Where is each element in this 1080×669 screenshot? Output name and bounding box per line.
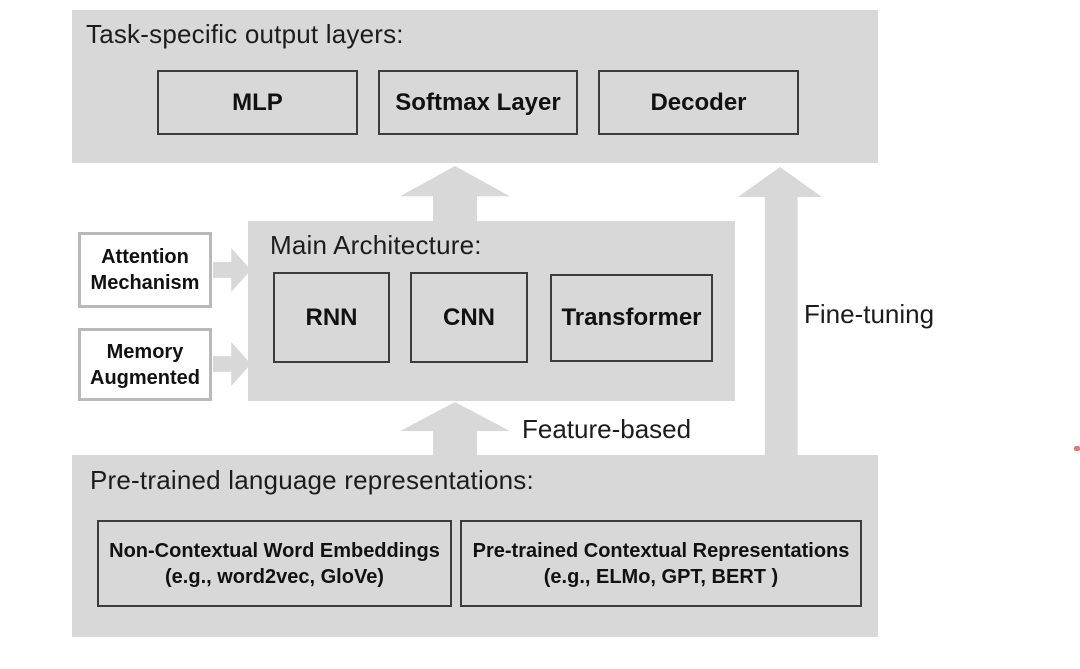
arrow-main-to-output-icon	[400, 166, 510, 222]
pretrained-contextual-line2: (e.g., ELMo, GPT, BERT )	[543, 565, 779, 588]
transformer-box: Transformer	[550, 274, 713, 362]
memory-augmented-line1: Memory	[106, 340, 184, 363]
decoder-box-label: Decoder	[650, 88, 747, 116]
red-artifact-dot	[1074, 446, 1080, 451]
mlp-box-label: MLP	[232, 88, 283, 116]
pretrained-contextual-line1: Pre-trained Contextual Representations	[472, 539, 850, 562]
task-output-panel: Task-specific output layers: MLP Softmax…	[72, 10, 878, 163]
rnn-box-label: RNN	[305, 303, 358, 331]
arrow-memory-to-main-icon	[213, 342, 251, 386]
pretrained-representations-panel-title: Pre-trained language representations:	[90, 465, 534, 495]
attention-mechanism-line1: Attention	[101, 246, 189, 268]
cnn-box-label: CNN	[443, 303, 495, 331]
rnn-box: RNN	[273, 272, 390, 363]
main-architecture-panel-title: Main Architecture:	[270, 230, 482, 260]
non-contextual-embeddings-line2: (e.g., word2vec, GloVe)	[165, 565, 384, 588]
memory-augmented-line2: Augmented	[90, 366, 200, 389]
arrow-feature-based-icon	[400, 402, 510, 456]
cnn-box: CNN	[410, 272, 528, 363]
decoder-box: Decoder	[598, 70, 799, 135]
non-contextual-embeddings-line1: Non-Contextual Word Embeddings	[109, 539, 440, 562]
task-output-panel-title: Task-specific output layers:	[86, 19, 404, 49]
mlp-box: MLP	[157, 70, 358, 135]
pretrained-contextual-box: Pre-trained Contextual Representations (…	[460, 520, 862, 607]
softmax-layer-box-label: Softmax Layer	[395, 88, 561, 116]
fine-tuning-label: Fine-tuning	[804, 299, 935, 329]
pretrained-representations-panel: Pre-trained language representations: No…	[72, 455, 878, 637]
feature-based-label: Feature-based	[522, 414, 692, 444]
softmax-layer-box: Softmax Layer	[378, 70, 578, 135]
attention-mechanism-box: Attention Mechanism	[78, 232, 212, 308]
attention-mechanism-line2: Mechanism	[90, 272, 200, 294]
transformer-box-label: Transformer	[561, 304, 702, 331]
memory-augmented-box: Memory Augmented	[78, 328, 212, 401]
arrow-attention-to-main-icon	[213, 248, 251, 292]
non-contextual-embeddings-box: Non-Contextual Word Embeddings (e.g., wo…	[97, 520, 452, 607]
main-architecture-panel: Main Architecture: RNN CNN Transformer	[248, 221, 735, 401]
